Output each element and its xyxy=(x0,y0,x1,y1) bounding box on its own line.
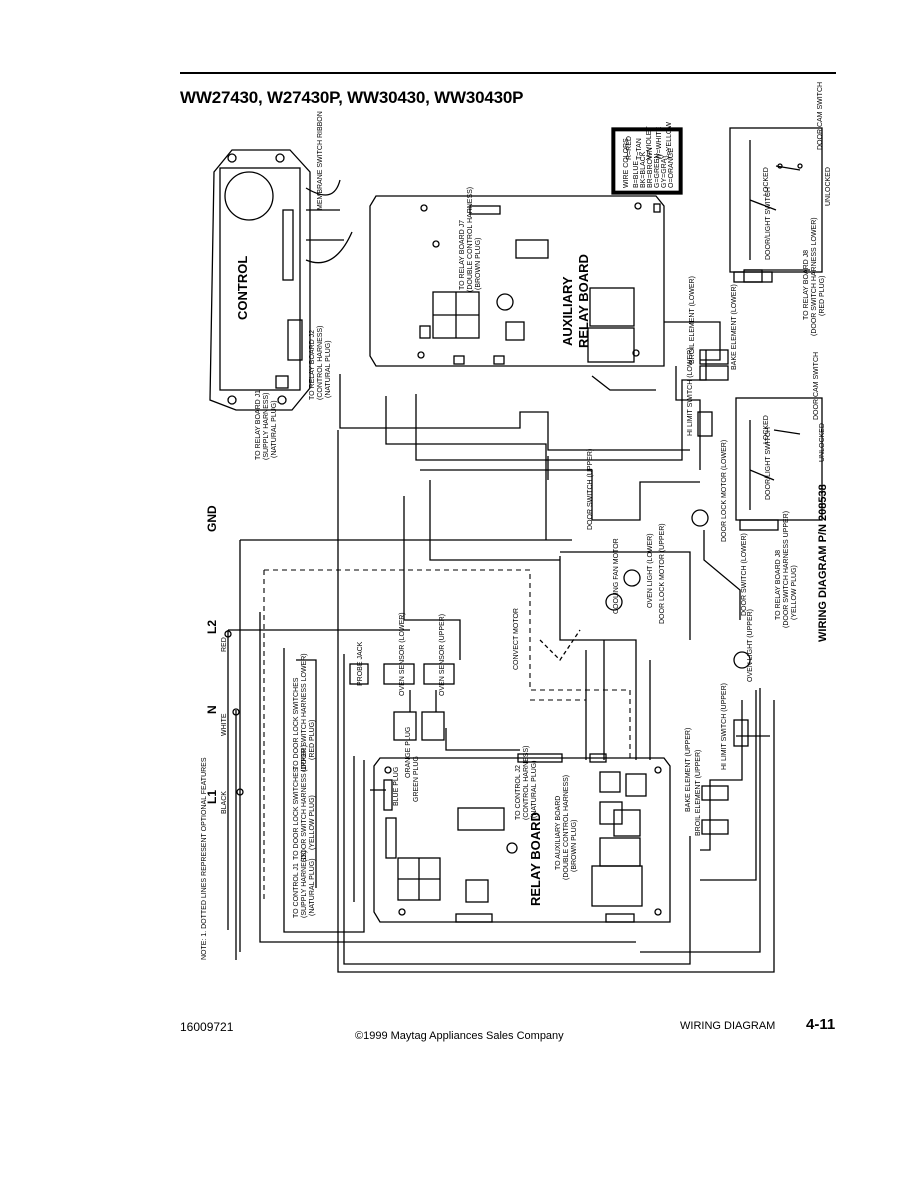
broil-element-lower: BROIL ELEMENT (LOWER) xyxy=(689,276,696,364)
to-relay-j8-mid-sub: (DOOR SWITCH HARNESS UPPER) xyxy=(783,511,790,628)
convect-motor: CONVECT MOTOR xyxy=(513,608,520,670)
to-relay-j7-sub: (DOUBLE CONTROL HARNESS) xyxy=(467,187,474,292)
copyright: ©1999 Maytag Appliances Sales Company xyxy=(355,1030,564,1042)
to-relay-j1-plug: (NATURAL PLUG) xyxy=(271,400,278,458)
to-control-j1: TO CONTROL J1 xyxy=(293,863,300,918)
to-relay-j2-plug: (NATURAL PLUG) xyxy=(325,340,332,398)
to-control-j1-sub: (SUPPLY HARNESS) xyxy=(301,851,308,918)
to-control-j1-plug: (NATURAL PLUG) xyxy=(309,858,316,916)
bake-element-upper: BAKE ELEMENT (UPPER) xyxy=(685,728,692,812)
to-control-j2-sub: (CONTROL HARNESS) xyxy=(523,746,530,820)
bake-element-lower: BAKE ELEMENT (LOWER) xyxy=(731,284,738,370)
door-cam-switch-bottom: DOOR CAM SWITCH xyxy=(813,352,820,420)
page-number: 4-11 xyxy=(806,1016,836,1033)
oven-light-upper: OVEN LIGHT (UPPER) xyxy=(747,609,754,682)
relay-board-label: RELAY BOARD xyxy=(528,812,543,906)
wiring-diagram-pn: WIRING DIAGRAM P/N 208538 xyxy=(817,484,829,642)
unlocked-label-top: UNLOCKED xyxy=(825,167,832,206)
broil-element-upper: BROIL ELEMENT (UPPER) xyxy=(695,750,702,836)
l1-color: BLACK xyxy=(221,791,228,814)
wire-color-1: BK=BLACK xyxy=(640,151,647,188)
door-lock-motor-upper: DOOR LOCK MOTOR (UPPER) xyxy=(659,523,666,624)
wire-color-10: Y=YELLOW xyxy=(666,122,673,160)
door-switch-upper: DOOR SWITCH (UPPER) xyxy=(587,449,594,530)
wire-color-6: R=RED xyxy=(626,136,633,160)
to-control-j2-plug: (NATURAL PLUG) xyxy=(531,760,538,818)
to-aux-board-sub: (DOUBLE CONTROL HARNESS) xyxy=(563,775,570,880)
doc-number: 16009721 xyxy=(180,1020,234,1034)
control-label: CONTROL xyxy=(235,256,250,320)
to-door-lock-upper-plug: (YELLOW PLUG) xyxy=(309,795,316,850)
n-label: N xyxy=(205,705,219,714)
wire-color-2: BR=BROWN xyxy=(647,147,654,188)
membrane-label: MEMBRANE SWITCH RIBBON xyxy=(317,111,324,210)
control-module xyxy=(209,149,311,411)
diagram-note: NOTE: 1. DOTTED LINES REPRESENT OPTIONAL… xyxy=(201,757,208,960)
to-relay-j8-mid: TO RELAY BOARD J8 xyxy=(775,550,782,620)
green-plug: GREEN PLUG xyxy=(413,756,420,802)
to-relay-j8-mid-plug: (YELLOW PLUG) xyxy=(791,565,798,620)
wire-color-4: GY=GRAY xyxy=(661,154,668,188)
aux-board-label-2: RELAY BOARD xyxy=(576,254,591,348)
unlocked-label-bottom: UNLOCKED xyxy=(819,423,826,462)
to-aux-board-plug: (BROWN PLUG) xyxy=(571,820,578,873)
to-door-lock-upper: TO DOOR LOCK SWITCHES xyxy=(293,767,300,860)
hi-limit-lower: HI LIMIT SWITCH (LOWER) xyxy=(687,347,694,436)
blue-plug: BLUE PLUG xyxy=(393,767,400,806)
oven-sensor-upper: OVEN SENSOR (UPPER) xyxy=(439,614,446,696)
gnd-label: GND xyxy=(205,505,219,532)
to-relay-j8-top-sub: (DOOR SWITCH HARNESS LOWER) xyxy=(811,217,818,336)
page-title: WW27430, W27430P, WW30430, WW30430P xyxy=(180,88,524,107)
to-control-j2: TO CONTROL J2 xyxy=(515,765,522,820)
wire-color-0: B=BLUE xyxy=(633,161,640,188)
wire-color-5: O=ORANGE xyxy=(668,148,675,188)
aux-board-label-1: AUXILIARY xyxy=(560,276,575,346)
oven-light-lower: OVEN LIGHT (LOWER) xyxy=(647,533,654,608)
to-aux-board: TO AUXILIARY BOARD xyxy=(555,796,562,870)
to-door-lock-upper-sub: (DOOR SWITCH HARNESS UPPER) xyxy=(301,745,308,862)
to-relay-j8-top: TO RELAY BOARD J8 xyxy=(803,250,810,320)
auxiliary-relay-board xyxy=(369,195,665,367)
to-relay-j7-plug: (BROWN PLUG) xyxy=(475,238,482,291)
door-cam-switch-top: DOOR CAM SWITCH xyxy=(817,82,824,150)
l1-label: L1 xyxy=(205,790,219,804)
to-relay-j8-top-plug: (RED PLUG) xyxy=(819,276,826,316)
probe-jack: PROBE JACK xyxy=(357,641,364,686)
orange-plug: ORANGE PLUG xyxy=(405,727,412,778)
wire-color-title: WIRE COLORS xyxy=(623,138,630,188)
l2-label: L2 xyxy=(205,620,219,634)
to-relay-j7: TO RELAY BOARD J7 xyxy=(459,220,466,290)
wire-color-9: W=WHITE xyxy=(656,126,663,160)
hi-limit-upper: HI LIMIT SWITCH (UPPER) xyxy=(721,683,728,770)
wire-color-3: G=GREEN xyxy=(654,154,661,188)
wire-color-legend xyxy=(611,127,683,195)
locked-label-top: LOCKED xyxy=(763,167,770,196)
door-light-switch-bottom: DOOR/LIGHT SWITCH xyxy=(765,427,772,500)
door-light-switch-top: DOOR/LIGHT SWITCH xyxy=(765,187,772,260)
section-title: WIRING DIAGRAM xyxy=(680,1020,776,1032)
wire-color-8: V=VIOLET xyxy=(646,126,653,160)
to-relay-j2-sub: (CONTROL HARNESS) xyxy=(317,326,324,400)
locked-label-bottom: LOCKED xyxy=(763,415,770,444)
oven-sensor-lower: OVEN SENSOR (LOWER) xyxy=(399,612,406,696)
door-switch-lower: DOOR SWITCH (LOWER) xyxy=(741,533,748,616)
to-relay-j1-sub: (SUPPLY HARNESS) xyxy=(263,393,270,460)
door-lock-motor-lower: DOOR LOCK MOTOR (LOWER) xyxy=(721,440,728,542)
to-door-lock-lower-plug: (RED PLUG) xyxy=(309,720,316,760)
l2-color: RED xyxy=(221,637,228,652)
wire-color-7: T=TAN xyxy=(636,138,643,160)
to-door-lock-lower: TO DOOR LOCK SWITCHES xyxy=(293,677,300,770)
to-relay-j1: TO RELAY BOARD J1 xyxy=(255,390,262,460)
n-color: WHITE xyxy=(221,713,228,736)
header-rule xyxy=(180,72,836,74)
cooling-fan: COOLING FAN MOTOR xyxy=(613,538,620,614)
to-door-lock-lower-sub: (DOOR SWITCH HARNESS LOWER) xyxy=(301,653,308,772)
to-relay-j2: TO RELAY BOARD J2 xyxy=(309,330,316,400)
